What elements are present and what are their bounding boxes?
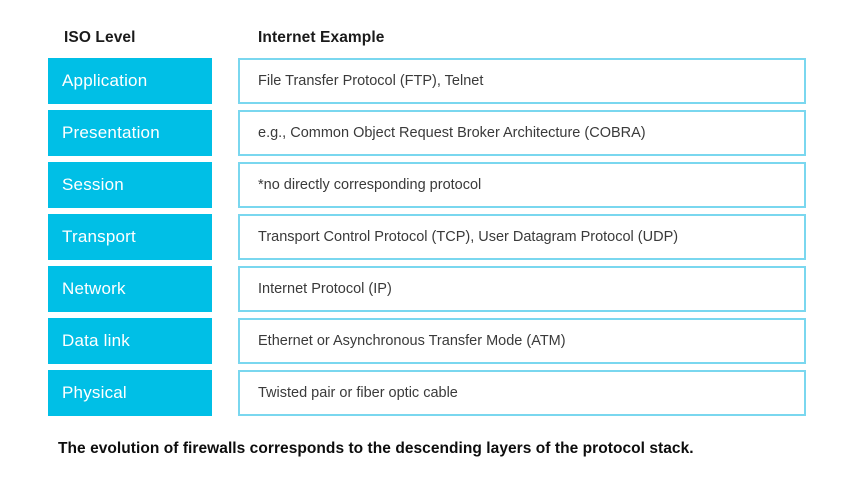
layer-row: Application File Transfer Protocol (FTP),…	[0, 58, 868, 104]
iso-level-block[interactable]: Session	[48, 162, 212, 208]
column-header-iso-level: ISO Level	[64, 29, 136, 46]
iso-level-label: Session	[62, 175, 124, 194]
internet-example-label: e.g., Common Object Request Broker Archi…	[258, 125, 646, 141]
internet-example-box[interactable]: e.g., Common Object Request Broker Archi…	[238, 110, 806, 156]
iso-level-block[interactable]: Application	[48, 58, 212, 104]
internet-example-box[interactable]: File Transfer Protocol (FTP), Telnet	[238, 58, 806, 104]
internet-example-label: File Transfer Protocol (FTP), Telnet	[258, 73, 484, 89]
table-header-row: ISO Level Internet Example	[0, 28, 868, 52]
iso-level-label: Transport	[62, 227, 136, 246]
iso-level-label: Application	[62, 71, 148, 90]
internet-example-box[interactable]: Transport Control Protocol (TCP), User D…	[238, 214, 806, 260]
iso-level-block[interactable]: Presentation	[48, 110, 212, 156]
iso-level-block[interactable]: Network	[48, 266, 212, 312]
iso-level-label: Presentation	[62, 123, 160, 142]
layer-row: Physical Twisted pair or fiber optic cabl…	[0, 370, 868, 416]
layer-row: Session *no directly corresponding protoc…	[0, 162, 868, 208]
layer-row: Data link Ethernet or Asynchronous Transf…	[0, 318, 868, 364]
layer-row: Transport Transport Control Protocol (TCP…	[0, 214, 868, 260]
iso-level-label: Data link	[62, 331, 130, 350]
internet-example-label: *no directly corresponding protocol	[258, 177, 482, 193]
iso-level-label: Physical	[62, 383, 127, 402]
internet-example-box[interactable]: Ethernet or Asynchronous Transfer Mode (…	[238, 318, 806, 364]
internet-example-label: Twisted pair or fiber optic cable	[258, 385, 458, 401]
internet-example-box[interactable]: Internet Protocol (IP)	[238, 266, 806, 312]
layer-row: Presentation e.g., Common Object Request …	[0, 110, 868, 156]
iso-level-block[interactable]: Data link	[48, 318, 212, 364]
internet-example-box[interactable]: Twisted pair or fiber optic cable	[238, 370, 806, 416]
diagram-caption: The evolution of firewalls corresponds t…	[58, 440, 694, 457]
iso-level-label: Network	[62, 279, 126, 298]
column-header-internet-example: Internet Example	[258, 29, 385, 46]
internet-example-box[interactable]: *no directly corresponding protocol	[238, 162, 806, 208]
internet-example-label: Ethernet or Asynchronous Transfer Mode (…	[258, 333, 566, 349]
iso-level-block[interactable]: Physical	[48, 370, 212, 416]
layer-row: Network Internet Protocol (IP)	[0, 266, 868, 312]
table-body: Application File Transfer Protocol (FTP),…	[0, 58, 868, 416]
iso-level-block[interactable]: Transport	[48, 214, 212, 260]
internet-example-label: Transport Control Protocol (TCP), User D…	[258, 229, 679, 245]
internet-example-label: Internet Protocol (IP)	[258, 281, 392, 297]
